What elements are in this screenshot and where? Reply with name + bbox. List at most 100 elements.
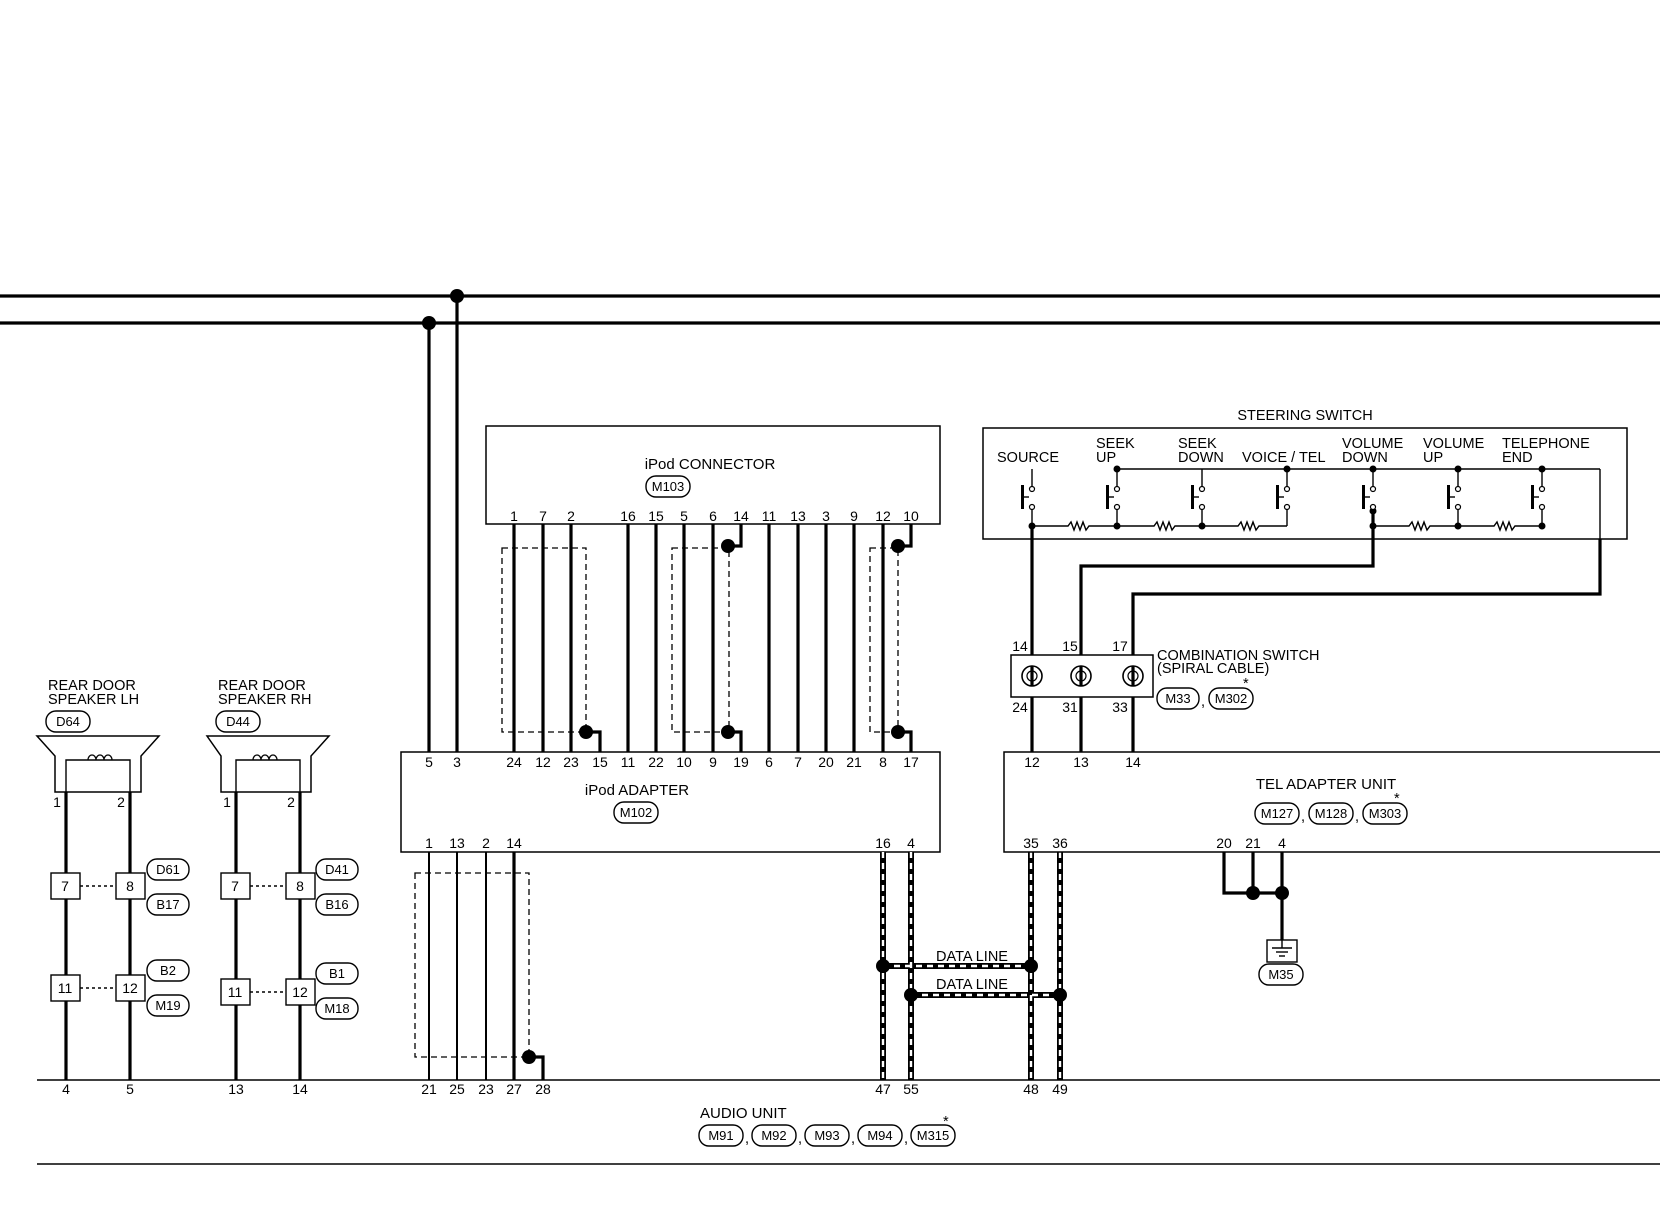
svg-text:M92: M92 bbox=[761, 1128, 786, 1143]
data-line-label-1: DATA LINE bbox=[936, 949, 1008, 965]
svg-text:8: 8 bbox=[126, 878, 134, 894]
svg-text:20: 20 bbox=[818, 754, 834, 770]
ipod-connector-conn: M103 bbox=[652, 479, 685, 494]
svg-text:VOICE / TEL: VOICE / TEL bbox=[1242, 450, 1326, 466]
svg-text:D41: D41 bbox=[325, 862, 349, 877]
svg-text:12: 12 bbox=[292, 984, 308, 1000]
svg-text:B2: B2 bbox=[160, 963, 176, 978]
svg-text:*: * bbox=[943, 1114, 949, 1130]
svg-text:,: , bbox=[745, 1131, 749, 1147]
svg-text:UP: UP bbox=[1423, 450, 1443, 466]
svg-text:20: 20 bbox=[1216, 835, 1232, 851]
svg-text:M128: M128 bbox=[1315, 806, 1348, 821]
combination-switch-title: COMBINATION SWITCH bbox=[1157, 648, 1319, 664]
svg-text:5: 5 bbox=[680, 508, 688, 524]
svg-text:M315: M315 bbox=[917, 1128, 950, 1143]
svg-text:13: 13 bbox=[449, 835, 465, 851]
ipod-connector-title: iPod CONNECTOR bbox=[645, 456, 776, 473]
svg-text:*: * bbox=[1394, 791, 1400, 807]
svg-text:5: 5 bbox=[126, 1081, 134, 1097]
svg-text:7: 7 bbox=[539, 508, 547, 524]
svg-text:9: 9 bbox=[709, 754, 717, 770]
svg-text:31: 31 bbox=[1062, 699, 1078, 715]
svg-text:M127: M127 bbox=[1261, 806, 1294, 821]
svg-text:6: 6 bbox=[765, 754, 773, 770]
svg-text:M94: M94 bbox=[867, 1128, 892, 1143]
svg-text:14: 14 bbox=[1012, 638, 1028, 654]
svg-text:1: 1 bbox=[510, 508, 518, 524]
svg-text:35: 35 bbox=[1023, 835, 1039, 851]
bus-lines bbox=[0, 289, 1660, 752]
svg-text:,: , bbox=[904, 1131, 908, 1147]
svg-text:21: 21 bbox=[846, 754, 862, 770]
svg-text:21: 21 bbox=[421, 1081, 437, 1097]
ipod-adapter: 5 3 24 12 23 15 11 22 10 9 19 6 7 20 21 … bbox=[400, 751, 941, 853]
svg-text:,: , bbox=[798, 1131, 802, 1147]
svg-text:B1: B1 bbox=[329, 966, 345, 981]
svg-text:8: 8 bbox=[296, 878, 304, 894]
svg-text:VOLUME: VOLUME bbox=[1423, 436, 1485, 452]
svg-text:16: 16 bbox=[875, 835, 891, 851]
svg-text:TELEPHONE: TELEPHONE bbox=[1502, 436, 1590, 452]
steering-wires bbox=[1030, 511, 1602, 655]
svg-text:9: 9 bbox=[850, 508, 858, 524]
svg-text:M93: M93 bbox=[814, 1128, 839, 1143]
svg-text:14: 14 bbox=[1125, 754, 1141, 770]
svg-text:23: 23 bbox=[478, 1081, 494, 1097]
svg-text:6: 6 bbox=[709, 508, 717, 524]
svg-text:13: 13 bbox=[790, 508, 806, 524]
svg-text:27: 27 bbox=[506, 1081, 522, 1097]
svg-text:24: 24 bbox=[1012, 699, 1028, 715]
svg-text:11: 11 bbox=[762, 508, 777, 524]
svg-text:12: 12 bbox=[535, 754, 551, 770]
rear-door-speaker-lh: REAR DOOR SPEAKER LH D64 1 2 7 8 11 12 D… bbox=[35, 678, 190, 1080]
svg-text:,: , bbox=[1355, 809, 1359, 825]
svg-text:(SPIRAL CABLE): (SPIRAL CABLE) bbox=[1157, 661, 1269, 677]
svg-text:4: 4 bbox=[1278, 835, 1286, 851]
svg-text:19: 19 bbox=[733, 754, 749, 770]
audio-unit: 4 5 13 14 21 25 23 27 28 47 55 48 49 AUD… bbox=[37, 1079, 1660, 1165]
svg-text:M302: M302 bbox=[1215, 691, 1248, 706]
svg-text:D44: D44 bbox=[226, 714, 250, 729]
ipod-adapter-title: iPod ADAPTER bbox=[585, 782, 689, 799]
svg-text:2: 2 bbox=[117, 794, 125, 810]
svg-text:M33: M33 bbox=[1165, 691, 1190, 706]
svg-text:13: 13 bbox=[228, 1081, 244, 1097]
svg-text:SPEAKER LH: SPEAKER LH bbox=[48, 692, 139, 708]
ground-conn: M35 bbox=[1268, 967, 1293, 982]
svg-text:48: 48 bbox=[1023, 1081, 1039, 1097]
data-lines: DATA LINE DATA LINE bbox=[876, 852, 1067, 1080]
svg-text:14: 14 bbox=[506, 835, 522, 851]
svg-text:5: 5 bbox=[425, 754, 433, 770]
svg-text:END: END bbox=[1502, 450, 1533, 466]
ground-circuit: M35 bbox=[1222, 852, 1304, 986]
svg-text:2: 2 bbox=[482, 835, 490, 851]
ipod-adapter-conn: M102 bbox=[620, 805, 653, 820]
svg-text:M19: M19 bbox=[155, 998, 180, 1013]
tel-adapter-unit: 12 13 14 TEL ADAPTER UNIT M127 , M128 , … bbox=[1003, 751, 1660, 853]
svg-text:15: 15 bbox=[648, 508, 664, 524]
svg-text:7: 7 bbox=[794, 754, 802, 770]
svg-text:REAR DOOR: REAR DOOR bbox=[48, 678, 136, 694]
svg-text:SEEK: SEEK bbox=[1096, 436, 1135, 452]
steering-switch: STEERING SWITCH SOURCE SEEK UP SEEK DOWN… bbox=[982, 408, 1628, 540]
svg-text:4: 4 bbox=[62, 1081, 70, 1097]
svg-text:VOLUME: VOLUME bbox=[1342, 436, 1404, 452]
svg-text:10: 10 bbox=[676, 754, 692, 770]
adapter-audio-wires bbox=[414, 852, 545, 1080]
svg-text:28: 28 bbox=[535, 1081, 551, 1097]
ipod-connector: iPod CONNECTOR M103 1 7 2 16 15 5 6 14 1… bbox=[485, 425, 941, 525]
svg-text:SOURCE: SOURCE bbox=[997, 450, 1059, 466]
combination-switch: 14 15 17 24 31 33 COMBINATION SWITCH (SP… bbox=[1010, 638, 1319, 752]
svg-text:15: 15 bbox=[592, 754, 608, 770]
svg-text:49: 49 bbox=[1052, 1081, 1068, 1097]
svg-text:*: * bbox=[1243, 676, 1249, 692]
svg-text:D61: D61 bbox=[156, 862, 180, 877]
svg-text:13: 13 bbox=[1073, 754, 1089, 770]
ipod-wires bbox=[501, 524, 913, 752]
svg-text:14: 14 bbox=[733, 508, 749, 524]
svg-text:11: 11 bbox=[58, 980, 73, 996]
svg-text:M18: M18 bbox=[324, 1001, 349, 1016]
svg-text:55: 55 bbox=[903, 1081, 919, 1097]
